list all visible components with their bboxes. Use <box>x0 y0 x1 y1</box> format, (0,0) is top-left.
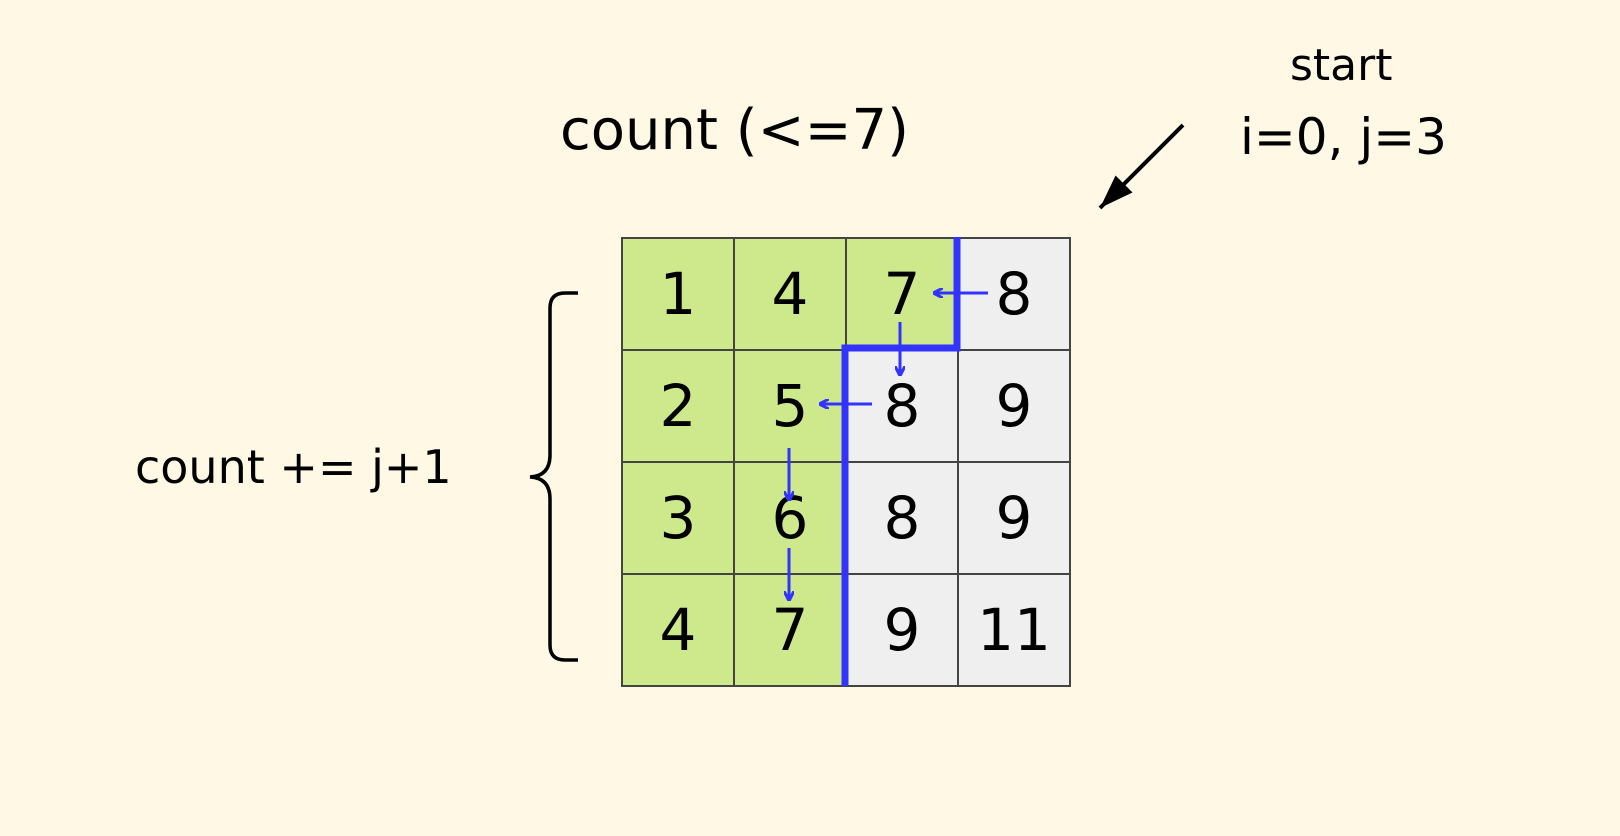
matrix-cell: 9 <box>958 350 1070 462</box>
count-update-label: count += j+1 <box>135 440 452 494</box>
matrix-cell: 7 <box>734 574 846 686</box>
matrix-cell: 9 <box>958 462 1070 574</box>
start-label: start <box>1290 40 1393 91</box>
matrix-cell: 3 <box>622 462 734 574</box>
matrix-cell: 1 <box>622 238 734 350</box>
brace-icon <box>529 291 578 662</box>
matrix-cell: 4 <box>622 574 734 686</box>
matrix-cell: 4 <box>734 238 846 350</box>
diagram-title: count (<=7) <box>560 98 909 163</box>
matrix-cell: 11 <box>958 574 1070 686</box>
boundary-path <box>841 237 961 686</box>
matrix-cell: 8 <box>958 238 1070 350</box>
matrix-cell: 9 <box>846 574 958 686</box>
matrix-cell: 2 <box>622 350 734 462</box>
matrix-cell: 8 <box>846 462 958 574</box>
start-indices: i=0, j=3 <box>1240 108 1447 166</box>
start-arrow-icon <box>1098 123 1185 210</box>
